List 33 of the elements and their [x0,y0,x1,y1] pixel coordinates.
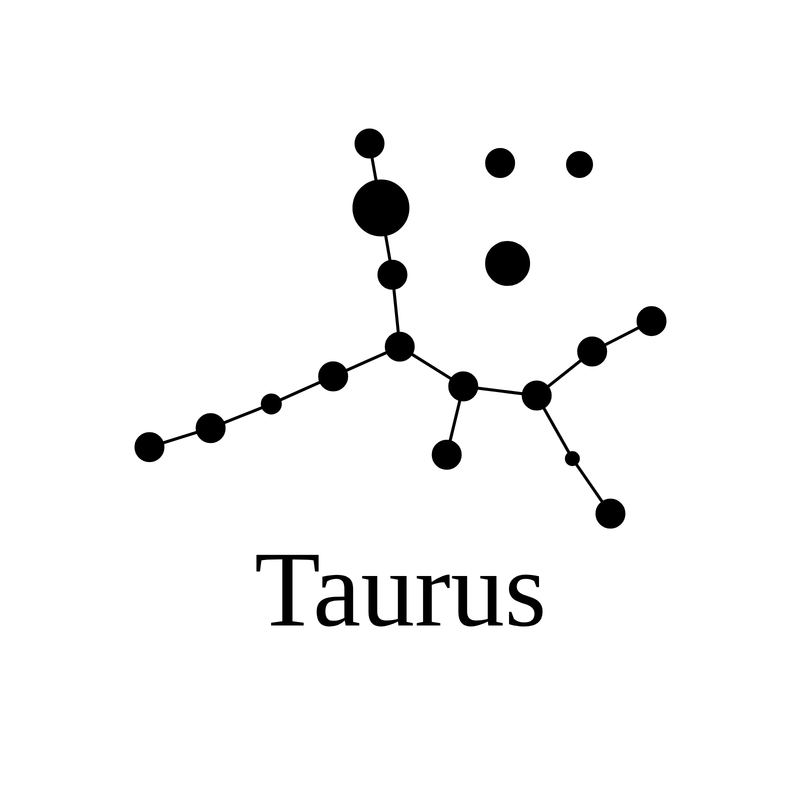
node-circle [352,178,409,236]
connector [384,234,392,261]
node-circle [376,259,407,290]
node-circle [636,306,666,336]
connector [546,358,582,388]
node-circle [195,412,226,443]
connector [448,398,462,442]
connector [162,430,198,444]
connector [222,406,262,424]
connector [604,326,640,346]
node-circle [564,450,580,466]
connector [574,462,604,503]
node-circle [484,148,515,178]
node-circle [318,360,348,391]
caption: Taurus [254,530,546,649]
node-circle [484,240,530,286]
node-circle [354,128,384,158]
node-circle [576,336,607,366]
node-circle [134,432,164,462]
node-circle [431,439,462,470]
connector [410,352,452,380]
node-circle [448,370,478,401]
connector [278,380,321,401]
node-circle [594,498,625,528]
node-circle [260,392,282,414]
node-circle [384,331,414,362]
node-circle [521,380,552,410]
connector [370,156,378,180]
connector [542,406,570,454]
connector [392,288,400,332]
connector [344,350,388,372]
connector [476,386,522,395]
node-circle [566,150,593,178]
